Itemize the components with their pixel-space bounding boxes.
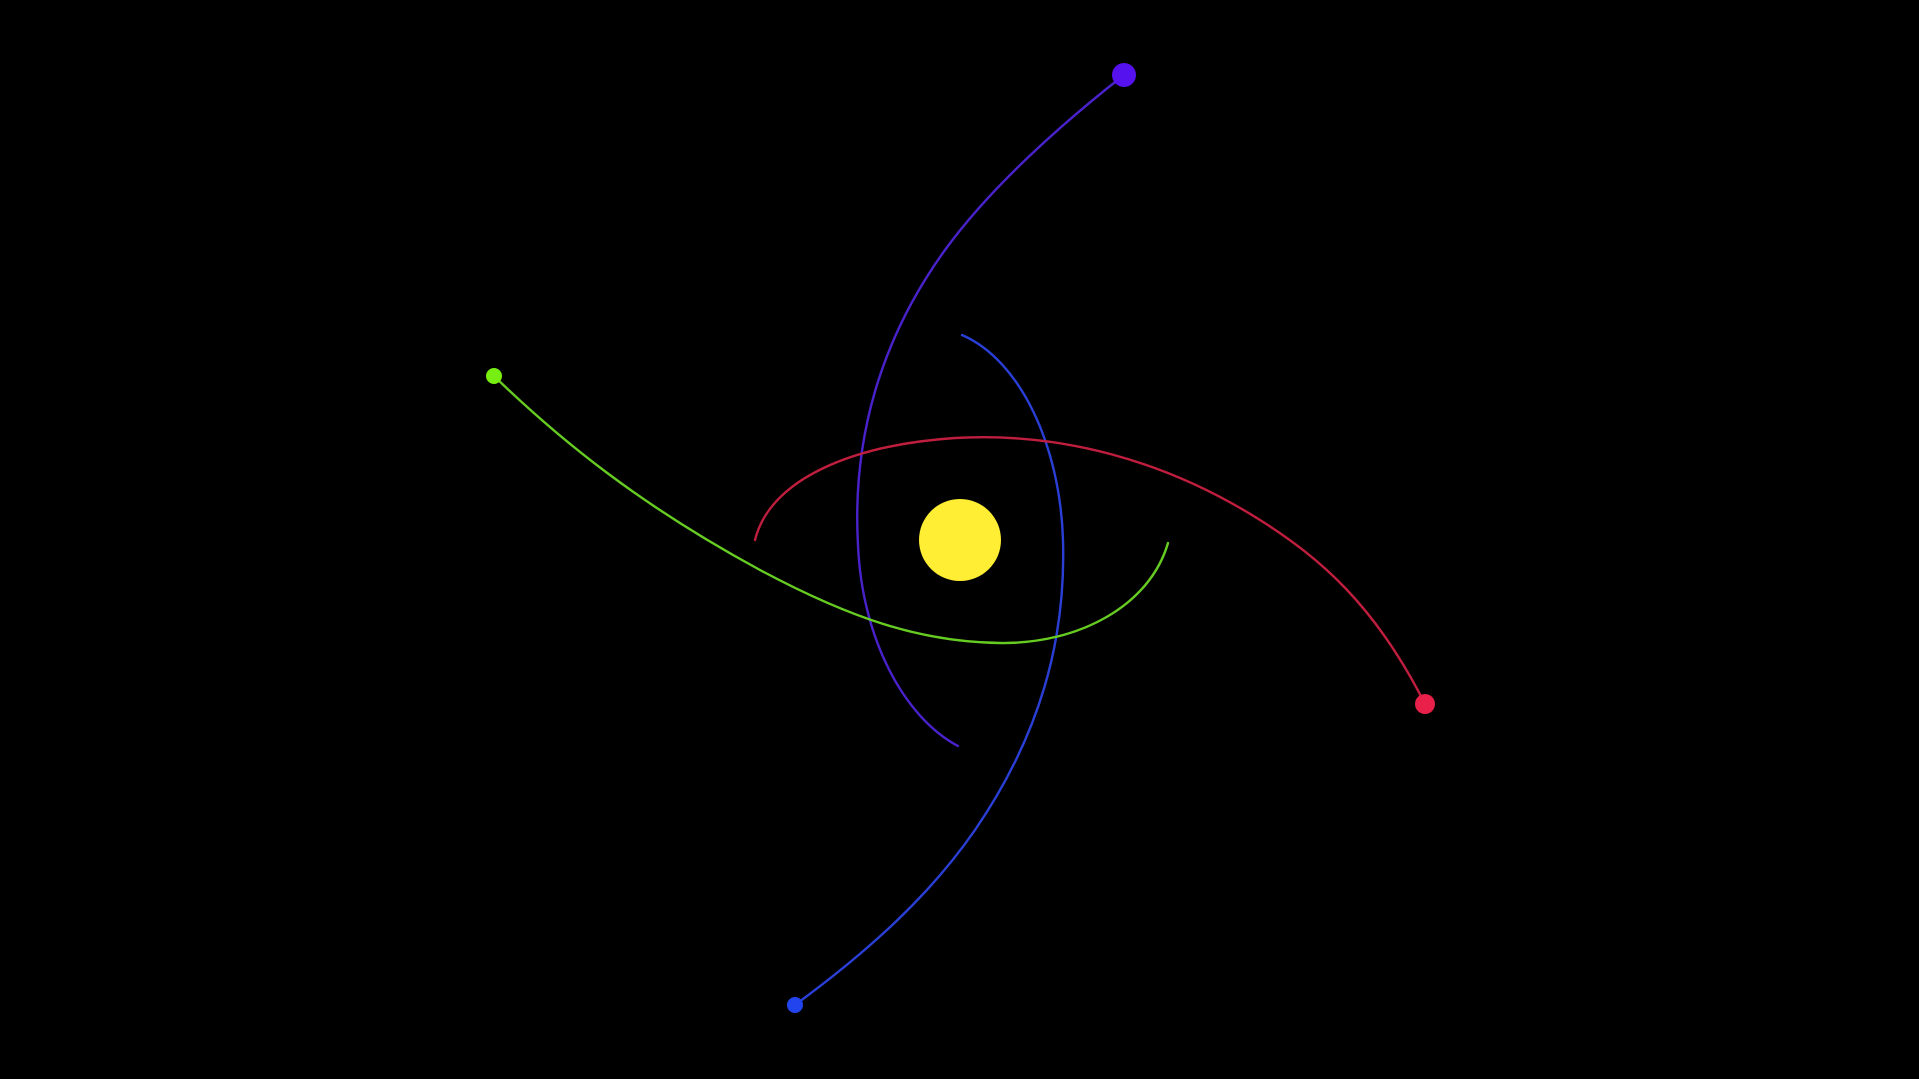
red-body[interactable] (1415, 694, 1435, 714)
red-body-trail (753, 436, 1427, 706)
sun (919, 499, 1001, 581)
blue-body[interactable] (787, 997, 803, 1013)
violet-body[interactable] (1112, 63, 1136, 87)
blue-body-trail (793, 333, 1065, 1007)
green-body[interactable] (486, 368, 502, 384)
violet-body-trail (856, 73, 1126, 748)
green-body-trail (492, 374, 1170, 645)
